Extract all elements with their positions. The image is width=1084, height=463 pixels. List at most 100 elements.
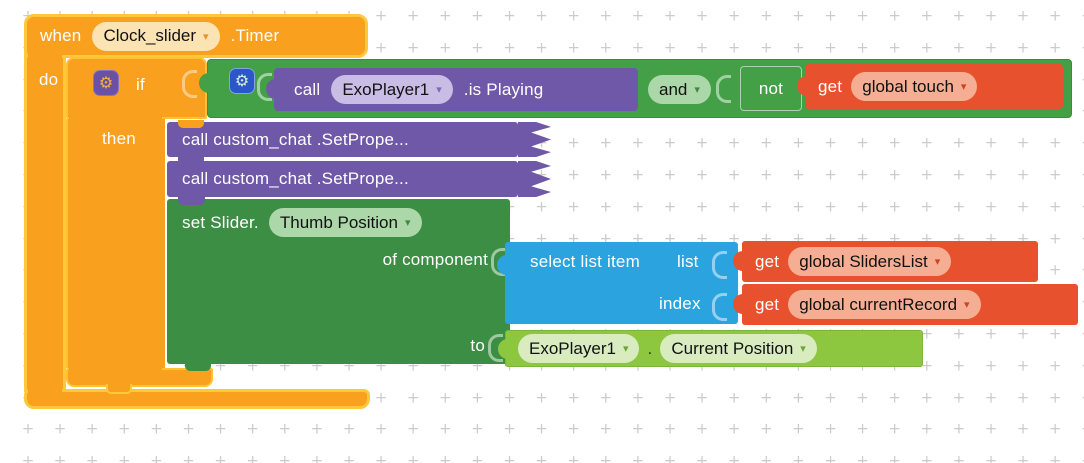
component-dropdown-clock-slider[interactable]: Clock_slider ▾ (92, 21, 220, 51)
get-global-touch-block[interactable]: get global touch ▾ (797, 64, 1063, 109)
grid-plus-mark: + (856, 197, 869, 216)
to-label: to (470, 336, 485, 355)
not-logic-block[interactable]: not (740, 66, 802, 111)
get-global-currentrecord-block[interactable]: get global currentRecord ▾ (733, 284, 1078, 325)
grid-plus-mark: + (663, 165, 677, 184)
variable-dropdown-sliderslist[interactable]: global SlidersList ▾ (788, 247, 952, 276)
grid-plus-mark: + (727, 229, 741, 248)
property-dropdown-current-position[interactable]: Current Position ▾ (660, 334, 817, 363)
grid-plus-mark: + (503, 38, 516, 57)
grid-plus-mark: + (760, 6, 773, 25)
grid-plus-mark: + (567, 133, 580, 152)
component-dropdown-exoplayer[interactable]: ExoPlayer1 ▾ (331, 75, 453, 104)
if-block-spine[interactable]: then (66, 119, 165, 368)
grid-plus-mark: + (695, 229, 709, 248)
statement-tab (185, 361, 211, 371)
call-setproperty-block-1[interactable]: call custom_chat .SetPrope... (167, 122, 551, 157)
left-plug (797, 76, 807, 96)
set-thumb-position-block[interactable]: set Slider. Thumb Position ▾ of componen… (167, 199, 510, 364)
grid-plus-mark: + (567, 229, 580, 248)
and-logic-block[interactable]: ⚙ call ExoPlayer1 ▾ .is Playing and ▾ no… (199, 59, 1072, 118)
grid-plus-mark: + (374, 388, 388, 407)
grid-plus-mark: + (760, 388, 773, 407)
call-setproperty-block-2[interactable]: call custom_chat .SetPrope... (167, 161, 551, 197)
when-block-bottom[interactable] (24, 389, 370, 409)
then-label: then (102, 129, 136, 148)
not-label: not (758, 78, 784, 98)
grid-plus-mark: + (471, 388, 484, 407)
grid-plus-mark: + (984, 419, 998, 438)
grid-plus-mark: + (1048, 229, 1062, 248)
dropdown-value: ExoPlayer1 (342, 79, 430, 99)
component-property-getter-block[interactable]: ExoPlayer1 ▾ . Current Position ▾ (498, 330, 923, 367)
grid-plus-mark: + (1016, 419, 1030, 438)
grid-plus-mark: + (406, 6, 420, 25)
when-block-spine[interactable] (24, 36, 66, 392)
grid-plus-mark: + (599, 133, 613, 152)
variable-dropdown-currentrecord[interactable]: global currentRecord ▾ (788, 290, 981, 319)
grid-plus-mark: + (984, 324, 998, 343)
grid-plus-mark: + (727, 165, 741, 184)
grid-plus-mark: + (984, 356, 998, 375)
call-isplaying-block[interactable]: call ExoPlayer1 ▾ .is Playing (266, 68, 638, 111)
grid-plus-mark: + (824, 197, 837, 216)
chevron-down-icon: ▾ (934, 255, 941, 268)
grid-plus-mark: + (599, 6, 613, 25)
grid-plus-mark: + (1016, 356, 1030, 375)
logic-operator-dropdown[interactable]: and ▾ (648, 75, 711, 104)
grid-plus-mark: + (631, 38, 645, 57)
grid-plus-mark: + (342, 451, 356, 463)
grid-plus-mark: + (599, 419, 613, 438)
operand-socket (257, 73, 272, 101)
grid-plus-mark: + (760, 451, 773, 463)
if-block-header[interactable]: ⚙ if (66, 57, 207, 119)
when-clock-timer-block[interactable]: when Clock_slider ▾ .Timer (24, 14, 368, 58)
grid-plus-mark: + (1081, 72, 1084, 87)
mutator-gear-icon[interactable]: ⚙ (93, 70, 119, 96)
grid-plus-mark: + (1081, 390, 1084, 405)
mutator-gear-icon[interactable]: ⚙ (229, 68, 255, 94)
grid-plus-mark: + (984, 6, 998, 25)
grid-plus-mark: + (85, 419, 99, 438)
component-dropdown-exoplayer[interactable]: ExoPlayer1 ▾ (518, 334, 640, 363)
grid-plus-mark: + (503, 388, 516, 407)
grid-plus-mark: + (952, 451, 966, 463)
grid-plus-mark: + (599, 165, 613, 184)
method-name: .is Playing (463, 79, 544, 99)
grid-plus-mark: + (310, 451, 324, 463)
operand-socket (716, 75, 731, 103)
chevron-down-icon: ▾ (694, 83, 700, 96)
grid-plus-mark: + (952, 388, 966, 407)
variable-dropdown-touch[interactable]: global touch ▾ (851, 72, 978, 101)
grid-plus-mark: + (984, 197, 998, 216)
grid-plus-mark: + (214, 419, 227, 438)
grid-plus-mark: + (920, 38, 934, 57)
chevron-down-icon: ▾ (404, 216, 411, 229)
grid-plus-mark: + (920, 133, 934, 152)
get-global-sliderslist-block[interactable]: get global SlidersList ▾ (733, 241, 1038, 282)
property-dropdown-thumb-position[interactable]: Thumb Position ▾ (268, 208, 422, 237)
collapsed-jagged-edge (518, 122, 551, 157)
get-keyword: get (818, 76, 843, 96)
grid-plus-mark: + (1048, 324, 1062, 343)
grid-plus-mark: + (1048, 165, 1062, 184)
left-plug (199, 73, 209, 93)
grid-plus-mark: + (920, 388, 934, 407)
grid-plus-mark: + (374, 6, 388, 25)
select-list-item-block[interactable]: select list item list index (497, 242, 738, 324)
grid-plus-mark: + (888, 165, 901, 184)
grid-plus-mark: + (21, 419, 35, 438)
get-keyword: get (755, 294, 780, 314)
grid-plus-mark: + (118, 451, 131, 463)
grid-plus-mark: + (856, 6, 869, 25)
grid-plus-mark: + (1081, 294, 1084, 310)
grid-plus-mark: + (567, 451, 580, 463)
if-block-bottom-tab (106, 384, 132, 394)
grid-plus-mark: + (984, 388, 998, 407)
statement-tab (178, 195, 205, 205)
chevron-down-icon: ▾ (436, 83, 442, 96)
grid-plus-mark: + (920, 419, 934, 438)
grid-plus-mark: + (920, 197, 934, 216)
grid-plus-mark: + (503, 451, 516, 463)
